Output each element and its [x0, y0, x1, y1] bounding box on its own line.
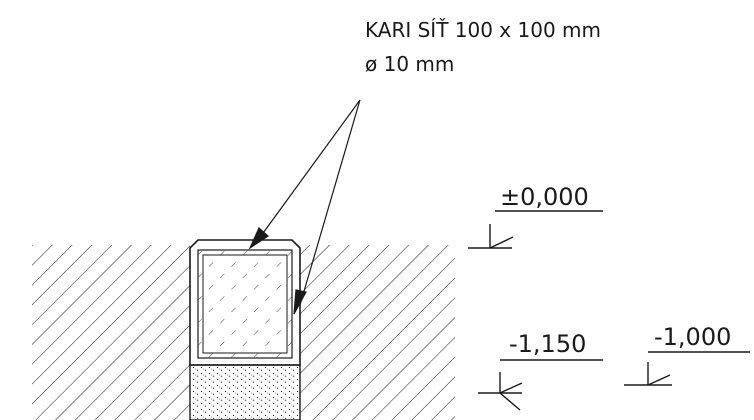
level-marker-lower [624, 351, 750, 386]
soil-hatch-left [32, 245, 190, 420]
level-label-foundation-bottom: -1,150 [509, 330, 587, 358]
annotation-leaders [248, 99, 361, 315]
bar-diameter-label: ø 10 mm [365, 52, 455, 76]
reinforcement-mesh-label: KARI SÍŤ 100 x 100 mm [365, 18, 601, 42]
level-label-ground: ±0,000 [500, 183, 589, 211]
level-marker-foundation-bottom [478, 359, 603, 411]
concrete-footing [189, 239, 301, 366]
soil-hatch-right [300, 245, 455, 420]
leader-arrowhead [293, 289, 307, 315]
leader-arrowhead [248, 227, 269, 250]
level-label-lower: -1,000 [654, 323, 732, 351]
level-marker-ground [468, 210, 603, 249]
gravel-bed [189, 364, 301, 420]
